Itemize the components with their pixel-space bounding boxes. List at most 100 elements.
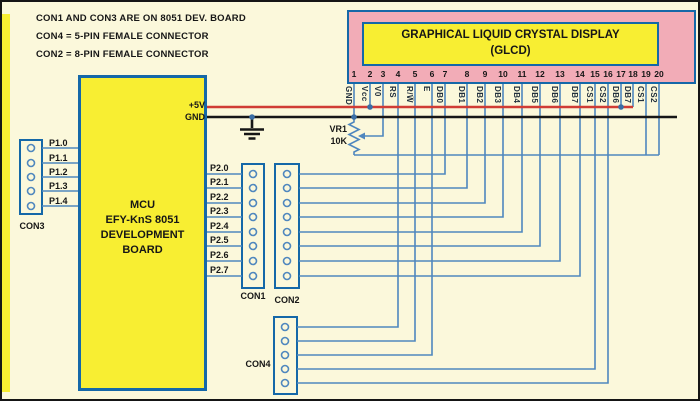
glcd-pin-label-20: CS2 <box>649 86 658 104</box>
con3-pin-5 <box>26 201 36 211</box>
con1-pin-2 <box>248 183 258 193</box>
glcd-pin-number-11: 11 <box>517 69 527 79</box>
glcd-pin-number-10: 10 <box>498 69 508 79</box>
port-label-p1-3: P1.3 <box>49 181 68 191</box>
glcd-pin-number-9: 9 <box>482 69 488 79</box>
con2-pin-7 <box>282 256 292 266</box>
glcd-title-line-1: GRAPHICAL LIQUID CRYSTAL DISPLAY <box>401 29 620 41</box>
con2-pin-2 <box>282 183 292 193</box>
con4-pin-5 <box>280 378 290 388</box>
glcd-pin-label-9: DB2 <box>475 86 484 104</box>
port-label-p1-0: P1.0 <box>49 138 68 148</box>
port-label-p2-4: P2.4 <box>210 221 229 231</box>
con1-pin-1 <box>248 169 258 179</box>
note-line-1: CON1 AND CON3 ARE ON 8051 DEV. BOARD <box>36 13 246 24</box>
con1-label: CON1 <box>240 291 266 301</box>
con2-pin-4 <box>282 212 292 222</box>
glcd-title: GRAPHICAL LIQUID CRYSTAL DISPLAY (GLCD) <box>362 27 659 59</box>
con3-pin-4 <box>26 186 36 196</box>
note-line-2: CON4 = 5-PIN FEMALE CONNECTOR <box>36 31 209 42</box>
con2-pin-3 <box>282 198 292 208</box>
con3-pin-2 <box>26 158 36 168</box>
glcd-title-line-2: (GLCD) <box>490 45 531 57</box>
glcd-pin-label-3: V0 <box>373 86 382 97</box>
port-label-p1-1: P1.1 <box>49 153 68 163</box>
glcd-pin-label-16: CS2 <box>598 86 607 104</box>
port-label-p2-7: P2.7 <box>210 265 229 275</box>
glcd-pin-label-19: CS1 <box>636 86 645 104</box>
vr1-zigzag <box>347 117 361 155</box>
ground-symbol <box>240 128 264 140</box>
con4-pin-1 <box>280 322 290 332</box>
con2-pin-8 <box>282 271 292 281</box>
glcd-pin-label-17: DB6 <box>611 86 620 104</box>
con4-pin-3 <box>280 350 290 360</box>
port-label-p2-6: P2.6 <box>210 250 229 260</box>
con4-pin-4 <box>280 364 290 374</box>
port-label-p2-1: P2.1 <box>210 177 229 187</box>
glcd-pin-number-8: 8 <box>464 69 470 79</box>
vr1-wiper-arrow <box>358 132 365 140</box>
con2-box <box>274 163 300 289</box>
glcd-pin-number-19: 19 <box>641 69 651 79</box>
con2-label: CON2 <box>274 295 300 305</box>
signal-wires <box>42 84 660 384</box>
note-line-3: CON2 = 8-PIN FEMALE CONNECTOR <box>36 49 209 60</box>
glcd-pin-label-12: DB5 <box>530 86 539 104</box>
con1-box <box>241 163 265 289</box>
glcd-pin-label-7: DB0 <box>435 86 444 104</box>
glcd-pin-label-2: Vcc <box>360 86 369 102</box>
con4-pin-2 <box>280 336 290 346</box>
glcd-pin-label-14: DB7 <box>570 86 579 104</box>
glcd-pin-number-6: 6 <box>429 69 435 79</box>
con3-pin-3 <box>26 172 36 182</box>
glcd-pin-number-4: 4 <box>395 69 401 79</box>
glcd-pin-label-1: GND <box>344 86 353 106</box>
glcd-pin-number-13: 13 <box>555 69 565 79</box>
con1-pin-6 <box>248 241 258 251</box>
glcd-pin-label-10: DB3 <box>493 86 502 104</box>
port-label-p1-2: P1.2 <box>49 167 68 177</box>
con1-pin-8 <box>248 271 258 281</box>
vr1-value-label: 10K <box>330 136 347 146</box>
glcd-pin-label-15: CS1 <box>585 86 594 104</box>
con3-label: CON3 <box>19 221 45 231</box>
mcu-board <box>78 75 207 391</box>
con1-pin-7 <box>248 256 258 266</box>
glcd-pin-number-2: 2 <box>367 69 373 79</box>
glcd-pin-number-5: 5 <box>412 69 418 79</box>
con1-pin-3 <box>248 198 258 208</box>
glcd-screen <box>362 22 659 66</box>
left-edge-strip <box>2 14 10 392</box>
con4-label: CON4 <box>245 359 271 369</box>
vr1-ref-label: VR1 <box>329 124 347 134</box>
mcu-line-1: MCU <box>129 199 156 211</box>
glcd-pin-number-20: 20 <box>654 69 664 79</box>
glcd-pin-label-4: RS <box>388 86 397 99</box>
glcd-pin-label-5: R/W̅ <box>405 86 414 104</box>
con3-pin-1 <box>26 143 36 153</box>
mcu-line-4: BOARD <box>122 244 163 256</box>
port-label-p2-0: P2.0 <box>210 163 229 173</box>
glcd-pin-number-3: 3 <box>380 69 386 79</box>
con1-pin-4 <box>248 212 258 222</box>
glcd-pin-label-18: DB7 <box>623 86 632 104</box>
glcd-pin-label-6: E <box>422 86 431 92</box>
mcu-line-3: DEVELOPMENT <box>100 229 185 241</box>
glcd-pin-label-13: DB6 <box>550 86 559 104</box>
glcd-pin-number-17: 17 <box>616 69 626 79</box>
mcu-board-title: MCU EFY-KnS 8051 DEVELOPMENT BOARD <box>78 198 207 258</box>
glcd-pin-number-7: 7 <box>442 69 448 79</box>
vcc-label: +5V <box>188 100 205 110</box>
glcd-pin-number-1: 1 <box>351 69 357 79</box>
glcd-pin-number-15: 15 <box>590 69 600 79</box>
con2-pin-1 <box>282 169 292 179</box>
glcd-pin-number-16: 16 <box>603 69 613 79</box>
con2-pin-6 <box>282 241 292 251</box>
con1-pin-5 <box>248 227 258 237</box>
mcu-line-2: EFY-KnS 8051 <box>105 214 180 226</box>
port-label-p2-3: P2.3 <box>210 206 229 216</box>
connector-pin-circles <box>26 143 292 388</box>
